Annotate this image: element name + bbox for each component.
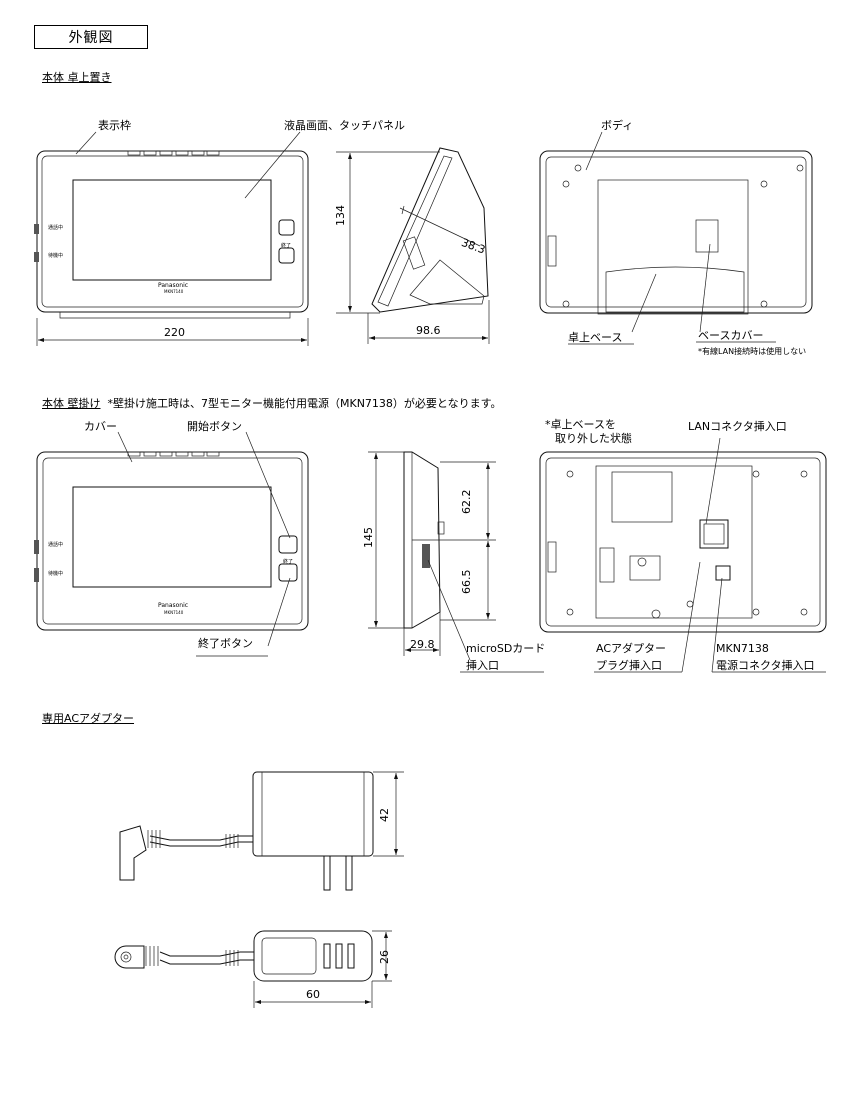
adapter-side-view	[119, 771, 404, 891]
device-side-label-1a: 通話中	[48, 225, 64, 231]
label-lcd-touch-panel: 液晶画面、タッチパネル	[284, 119, 405, 132]
section-adapter-title: 専用ACアダプター	[42, 712, 135, 725]
label-body: ボディ	[601, 119, 634, 132]
device-brand-1: Panasonic	[158, 282, 189, 289]
device-model-1: MKN7140	[164, 289, 184, 294]
desk-front-view	[34, 131, 309, 346]
section-wall-title: 本体 壁掛け *壁掛け施工時は、7型モニター機能付用電源（MKN7138）が必要…	[42, 397, 502, 410]
device-side-label-2b: 待機中	[48, 571, 64, 577]
dim-desk-width: 220	[164, 326, 185, 339]
label-base-removed-1: *卓上ベースを	[545, 418, 616, 431]
label-desk-base: 卓上ベース	[568, 331, 623, 344]
device-btn-end-2: 終了	[283, 559, 294, 565]
label-display-frame: 表示枠	[98, 119, 131, 132]
adapter-top-view	[114, 930, 392, 1008]
desk-side-view	[336, 147, 490, 344]
label-cover: カバー	[84, 420, 117, 433]
dim-adapter-width: 60	[306, 988, 320, 1001]
label-ac-plug-1: ACアダプター	[596, 642, 667, 655]
label-microsd-2: 挿入口	[466, 659, 499, 672]
label-base-removed-2: 取り外した状態	[555, 432, 632, 445]
wall-side-view	[368, 451, 544, 673]
dim-wall-height: 145	[362, 527, 375, 548]
device-model-2: MKN7140	[164, 610, 184, 615]
label-end-button: 終了ボタン	[198, 637, 253, 650]
device-side-label-1b: 待機中	[48, 253, 64, 259]
page-title: 外観図	[34, 25, 148, 49]
label-start-button: 開始ボタン	[187, 420, 242, 433]
label-microsd-1: microSDカード	[466, 642, 546, 655]
label-base-cover: ベースカバー	[698, 329, 764, 342]
dim-desk-depth: 98.6	[416, 324, 441, 337]
section-desk-title: 本体 卓上置き	[42, 71, 112, 84]
device-brand-2: Panasonic	[158, 602, 189, 609]
dim-desk-height: 134	[334, 205, 347, 226]
dim-adapter-height: 42	[378, 808, 391, 822]
dim-wall-upper: 62.2	[460, 489, 473, 515]
wall-back-view	[539, 437, 827, 673]
device-btn-end-1: 終了	[281, 243, 292, 249]
desk-back-view	[539, 131, 813, 345]
label-base-cover-note: *有線LAN接続時は使用しない	[698, 347, 807, 356]
device-side-label-2a: 通話中	[48, 542, 64, 548]
wall-front-view	[34, 431, 309, 657]
label-ac-plug-2: プラグ挿入口	[596, 659, 662, 672]
label-mkn-1: MKN7138	[716, 642, 769, 655]
wall-note: *壁掛け施工時は、7型モニター機能付用電源（MKN7138）が必要となります。	[107, 397, 502, 410]
label-mkn-2: 電源コネクタ挿入口	[716, 659, 815, 672]
dim-adapter-thickness: 26	[378, 950, 391, 964]
dim-wall-lower: 66.5	[460, 569, 473, 595]
dim-wall-depth: 29.8	[410, 638, 435, 651]
label-lan-port: LANコネクタ挿入口	[688, 420, 787, 433]
